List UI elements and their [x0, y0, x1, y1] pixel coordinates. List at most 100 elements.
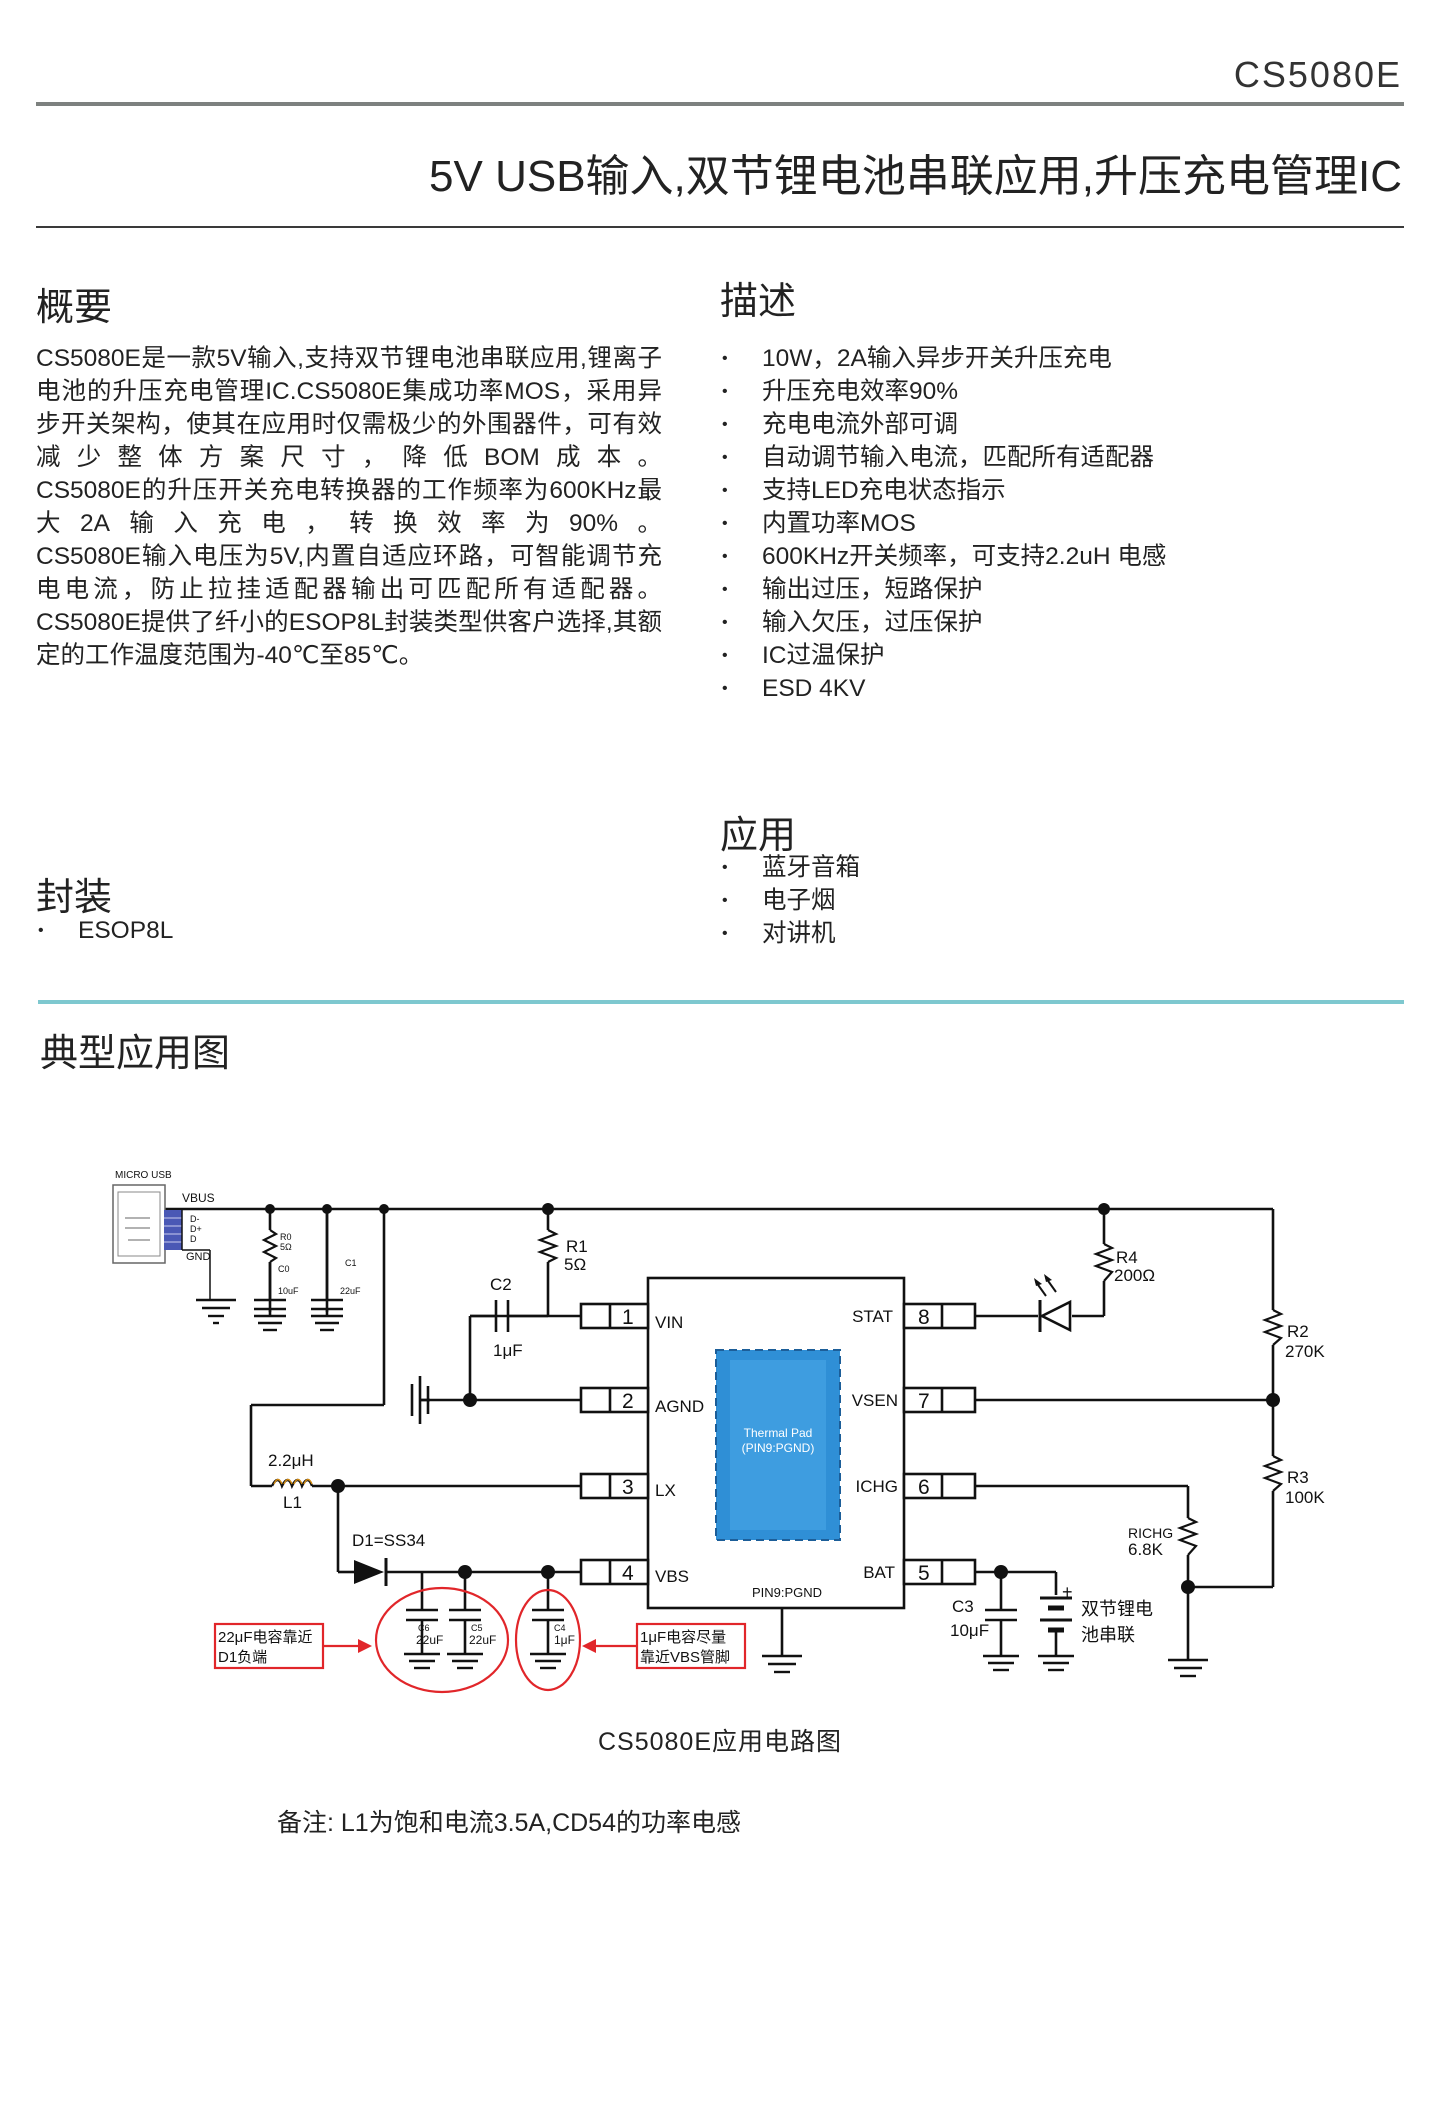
- callout-markers: [213, 1586, 747, 1694]
- pin-name: AGND: [655, 1397, 704, 1416]
- overview-paragraph: CS5080E提供了纤小的ESOP8L封装类型供客户选择,其额定的工作温度范围为…: [36, 609, 662, 669]
- r2-value: 270K: [1285, 1342, 1325, 1361]
- r4-value: 200Ω: [1114, 1266, 1155, 1285]
- pin-number: 5: [918, 1562, 930, 1585]
- list-item: ESD 4KV: [720, 672, 1400, 705]
- callout-left-text: 22μF电容靠近: [218, 1629, 313, 1646]
- r4-name: R4: [1116, 1248, 1138, 1267]
- description-heading: 描述: [720, 281, 797, 323]
- overview-heading: 概要: [36, 287, 113, 329]
- resistor-richg: [1176, 1517, 1200, 1556]
- c5-name: C5: [471, 1623, 483, 1633]
- pin-name: VSEN: [852, 1391, 898, 1410]
- overview-paragraph: CS5080E的升压开关充电转换器的工作频率为600KHz最大2A输入充电，转换…: [36, 477, 662, 537]
- c1-name: C1: [345, 1258, 357, 1268]
- overview-paragraph: CS5080E是一款5V输入,支持双节锂电池串联应用,锂离子电池的升压充电管理I…: [36, 345, 662, 471]
- r2-name: R2: [1287, 1322, 1309, 1341]
- r1-name: R1: [566, 1237, 588, 1256]
- typical-heading: 典型应用图: [40, 1033, 231, 1075]
- list-item: ESOP8L: [36, 914, 436, 947]
- r0-name: R0: [280, 1232, 292, 1242]
- list-item: 输出过压，短路保护: [720, 573, 1400, 606]
- overview-text: CS5080E是一款5V输入,支持双节锂电池串联应用,锂离子电池的升压充电管理I…: [36, 342, 662, 672]
- pin-number: 8: [918, 1306, 930, 1329]
- callout-right-text: 靠近VBS管脚: [640, 1649, 730, 1666]
- pin-number: 1: [622, 1306, 634, 1329]
- resistor-r0: [261, 1229, 279, 1263]
- richg-name: RICHG: [1128, 1525, 1173, 1541]
- figure-caption: CS5080E应用电路图: [597, 1728, 843, 1756]
- pin9-label: PIN9:PGND: [752, 1585, 822, 1600]
- pin-name: VBS: [655, 1567, 689, 1586]
- section-divider: [38, 1000, 1404, 1004]
- pin-number: 6: [918, 1476, 930, 1499]
- pin-name: ICHG: [856, 1477, 899, 1496]
- pin-name: VIN: [655, 1313, 683, 1332]
- battery-label: 双节锂电: [1081, 1599, 1153, 1619]
- list-item: 10W，2A输入异步开关升压充电: [720, 342, 1400, 375]
- c0-value: 10uF: [278, 1286, 299, 1296]
- c3-value: 10μF: [950, 1621, 989, 1640]
- usb-pin-label: D: [190, 1234, 197, 1244]
- pin-name: STAT: [852, 1307, 893, 1326]
- battery-symbol: [1040, 1596, 1072, 1656]
- c2-name: C2: [490, 1275, 512, 1294]
- pin-number: 7: [918, 1390, 930, 1413]
- part-number: CS5080E: [1233, 54, 1402, 95]
- pin-number: 4: [622, 1562, 634, 1585]
- c3-name: C3: [952, 1597, 974, 1616]
- vbus-label: VBUS: [182, 1191, 215, 1205]
- list-item: 输入欠压，过压保护: [720, 606, 1400, 639]
- list-item: 升压充电效率90%: [720, 375, 1400, 408]
- overview-paragraph: CS5080E输入电压为5V,内置自适应环路，可智能调节充电电流，防止拉挂适配器…: [36, 543, 662, 603]
- c6-value: 22uF: [416, 1633, 443, 1647]
- r3-value: 100K: [1285, 1488, 1325, 1507]
- c4-name: C4: [554, 1623, 566, 1633]
- figure-note: 备注: L1为饱和电流3.5A,CD54的功率电感: [277, 1809, 741, 1837]
- c2-value: 1μF: [493, 1341, 523, 1360]
- usb-pin-label: D-: [190, 1214, 200, 1224]
- d1-label: D1=SS34: [352, 1531, 425, 1550]
- battery-plus: +: [1062, 1582, 1073, 1602]
- list-item: 内置功率MOS: [720, 507, 1400, 540]
- usb-label: MICRO USB: [115, 1170, 172, 1181]
- micro-usb-connector: [112, 1184, 211, 1300]
- r0-value: 5Ω: [280, 1242, 292, 1252]
- description-list: 10W，2A输入异步开关升压充电 升压充电效率90% 充电电流外部可调 自动调节…: [720, 342, 1400, 705]
- pin-name: LX: [655, 1481, 676, 1500]
- c0-name: C0: [278, 1264, 290, 1274]
- l1-value: 2.2μH: [268, 1451, 314, 1470]
- resistor-r1: [536, 1229, 560, 1263]
- c5-value: 22uF: [469, 1633, 496, 1647]
- resistor-r3: [1261, 1455, 1285, 1492]
- pin-number: 2: [622, 1390, 634, 1413]
- list-item: 对讲机: [720, 917, 1120, 950]
- thermal-pad-label: (PIN9:PGND): [742, 1441, 815, 1455]
- list-item: 自动调节输入电流，匹配所有适配器: [720, 441, 1400, 474]
- resistor-r4: [1092, 1243, 1116, 1282]
- led: [1039, 1299, 1072, 1333]
- package-list: ESOP8L: [36, 914, 436, 947]
- c1-value: 22uF: [340, 1286, 361, 1296]
- list-item: 支持LED充电状态指示: [720, 474, 1400, 507]
- list-item: 600KHz开关频率，可支持2.2uH 电感: [720, 540, 1400, 573]
- richg-value: 6.8K: [1128, 1540, 1164, 1559]
- title-rule: [36, 226, 1404, 228]
- usb-pin-label: D+: [190, 1224, 202, 1234]
- diode-d1: [354, 1560, 384, 1584]
- l1-name: L1: [283, 1493, 302, 1512]
- thermal-pad-label: Thermal Pad: [744, 1426, 813, 1440]
- r3-name: R3: [1287, 1468, 1309, 1487]
- resistor-r2: [1261, 1309, 1285, 1346]
- page-title: 5V USB输入,双节锂电池串联应用,升压充电管理IC: [429, 152, 1402, 201]
- list-item: IC过温保护: [720, 639, 1400, 672]
- battery-label: 池串联: [1081, 1625, 1135, 1645]
- gnd-label: GND: [186, 1251, 211, 1263]
- applications-list: 蓝牙音箱 电子烟 对讲机: [720, 851, 1120, 950]
- list-item: 电子烟: [720, 884, 1120, 917]
- header-rule: [36, 102, 1404, 106]
- c4-value: 1μF: [554, 1633, 575, 1647]
- list-item: 充电电流外部可调: [720, 408, 1400, 441]
- r1-value: 5Ω: [564, 1255, 586, 1274]
